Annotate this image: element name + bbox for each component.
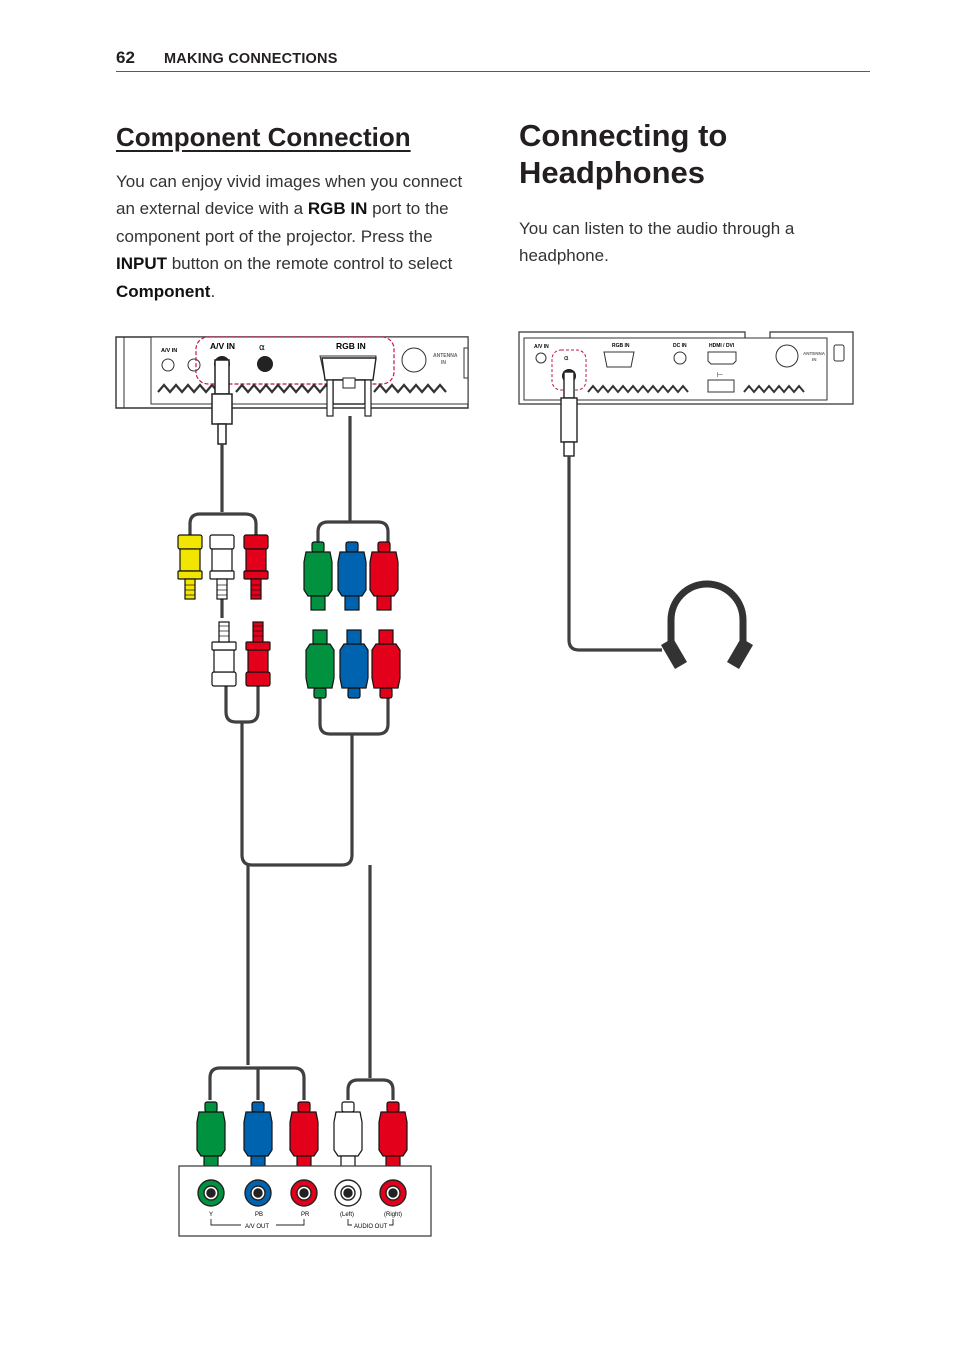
- label-av-out: A/V OUT: [245, 1224, 269, 1230]
- right-panel-dcin: DC IN: [673, 343, 687, 349]
- audio-plug-group-mid: [211, 621, 271, 687]
- left-panel-avin: A/V IN: [210, 341, 235, 351]
- component-text-1: You can enjoy vivid images when you conn…: [116, 172, 463, 219]
- section-title: MAKING CONNECTIONS: [164, 51, 338, 67]
- page-number: 62: [116, 48, 135, 67]
- rgb-in-bold: RGB IN: [307, 199, 368, 219]
- component-text-3: button on the remote control to select: [167, 254, 453, 274]
- component-connection-title: Component Connection: [116, 122, 411, 152]
- headphones-title-line2: Headphones: [519, 155, 706, 190]
- svg-text:⊢: ⊢: [717, 371, 723, 379]
- component-cables: [188, 416, 395, 1100]
- label-y: Y: [209, 1212, 213, 1218]
- component-plug-group-mid: [305, 629, 401, 699]
- component-text-4: .: [210, 281, 216, 301]
- header-rule: [116, 71, 870, 72]
- label-audio-out: AUDIO OUT: [354, 1224, 388, 1230]
- right-panel-rgbin: RGB IN: [612, 343, 630, 349]
- headphones-title-line1: Connecting to: [519, 118, 728, 153]
- headphones-illustration: [567, 456, 753, 669]
- label-pr: PR: [301, 1212, 310, 1218]
- component-bold: Component: [116, 281, 211, 301]
- component-plug-group-top: [303, 541, 399, 611]
- right-panel-avin: A/V IN: [534, 344, 549, 350]
- input-bold: INPUT: [116, 254, 167, 274]
- headphones-text: You can listen to the audio through a he…: [519, 219, 795, 266]
- right-panel-antenna-in: IN: [812, 357, 817, 362]
- output-plug-group-bottom: [196, 1101, 408, 1171]
- right-panel-antenna: ANTENNA: [803, 351, 826, 356]
- right-panel-hdmi: HDMI / DVI: [709, 343, 735, 349]
- component-connection-text: You can enjoy vivid images when you conn…: [116, 168, 472, 305]
- component-text-2: port to the component port of the projec…: [116, 199, 449, 246]
- projector-panel-left: A/V IN A/V IN ⍺ RGB IN ANTENNA IN: [115, 336, 469, 445]
- left-panel-avin-small: A/V IN: [161, 348, 177, 354]
- label-right: (Right): [384, 1212, 402, 1218]
- svg-text:⍺: ⍺: [259, 343, 265, 353]
- external-device-panel: Y PB PR (Left) (Right) A/V OUT AUDIO OUT: [178, 1165, 432, 1237]
- svg-text:⍺: ⍺: [564, 354, 569, 362]
- av-plug-group-top: [177, 534, 269, 600]
- left-panel-antenna-in: IN: [441, 360, 446, 366]
- projector-panel-right: A/V IN ⍺ RGB IN DC IN HDMI / DVI ⊢ ANTEN…: [518, 331, 854, 457]
- left-panel-rgbin: RGB IN: [336, 341, 366, 351]
- left-panel-antenna: ANTENNA: [433, 353, 458, 359]
- label-pb: PB: [255, 1212, 263, 1218]
- label-left: (Left): [340, 1212, 354, 1218]
